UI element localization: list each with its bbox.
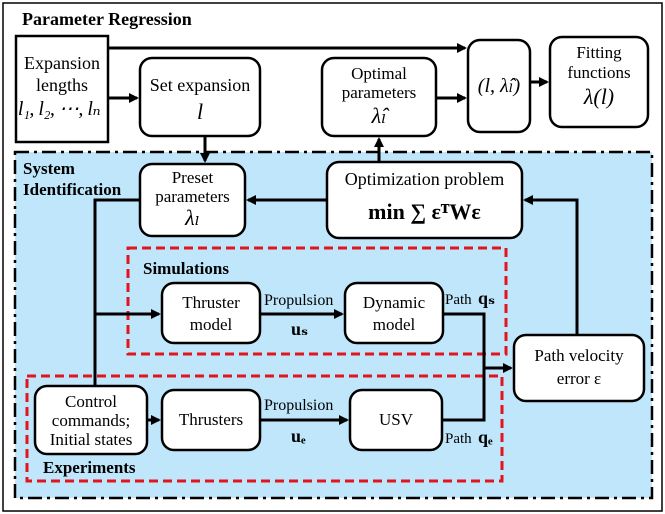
path-error-box bbox=[512, 333, 646, 403]
experiments-region bbox=[25, 374, 504, 483]
path-exp-label: Path bbox=[445, 431, 472, 447]
arrow-error-to-optimization bbox=[523, 195, 579, 335]
u-e-label: uₑ bbox=[291, 426, 306, 446]
fitting-box bbox=[548, 35, 650, 129]
simulations-region bbox=[126, 246, 508, 356]
propulsion-sim-label: Propulsion bbox=[264, 292, 334, 309]
usv-text: USV bbox=[378, 410, 413, 429]
simulations-label: Simulations bbox=[143, 259, 229, 278]
line-dynamic-to-junction bbox=[443, 312, 486, 368]
expansion-box bbox=[14, 34, 110, 144]
thrusters-text: Thrusters bbox=[178, 410, 244, 429]
u-s-label: uₛ bbox=[291, 319, 309, 339]
path-sim-label: Path bbox=[445, 292, 472, 308]
propulsion-exp-label: Propulsion bbox=[264, 397, 334, 414]
optimization-text: Optimization problem min ∑ εᵀWε bbox=[344, 169, 505, 224]
pair-text: (l, λ̂ₗ) bbox=[477, 75, 521, 97]
q-e-label: qₑ bbox=[478, 427, 493, 447]
system-identification-label: System Identification bbox=[23, 159, 122, 199]
optimal-params-text: Optimal parameters λ̂ₗ bbox=[341, 64, 417, 128]
line-usv-to-junction bbox=[442, 368, 486, 422]
pair-box bbox=[466, 38, 532, 134]
set-expansion-text: Set expansion l bbox=[149, 75, 251, 124]
fitting-text: Fitting functions λ(l) bbox=[567, 43, 631, 109]
expansion-text: Expansion lengths l₁, l₂, ⋯, lₙ bbox=[17, 53, 101, 120]
preset-text: Preset parameters λₗ bbox=[155, 168, 230, 230]
experiments-label: Experiments bbox=[43, 458, 136, 477]
dynamic-model-text: Dynamic model bbox=[362, 293, 426, 334]
control-text: Control commands; Initial states bbox=[49, 392, 133, 449]
thruster-model-text: Thruster model bbox=[182, 293, 240, 334]
q-s-label: qₛ bbox=[478, 288, 496, 308]
diagram-title: Parameter Regression bbox=[22, 9, 192, 29]
line-preset-to-branch bbox=[93, 198, 140, 386]
path-error-text: Path velocity error ε bbox=[534, 346, 624, 388]
set-expansion-box bbox=[138, 56, 262, 138]
